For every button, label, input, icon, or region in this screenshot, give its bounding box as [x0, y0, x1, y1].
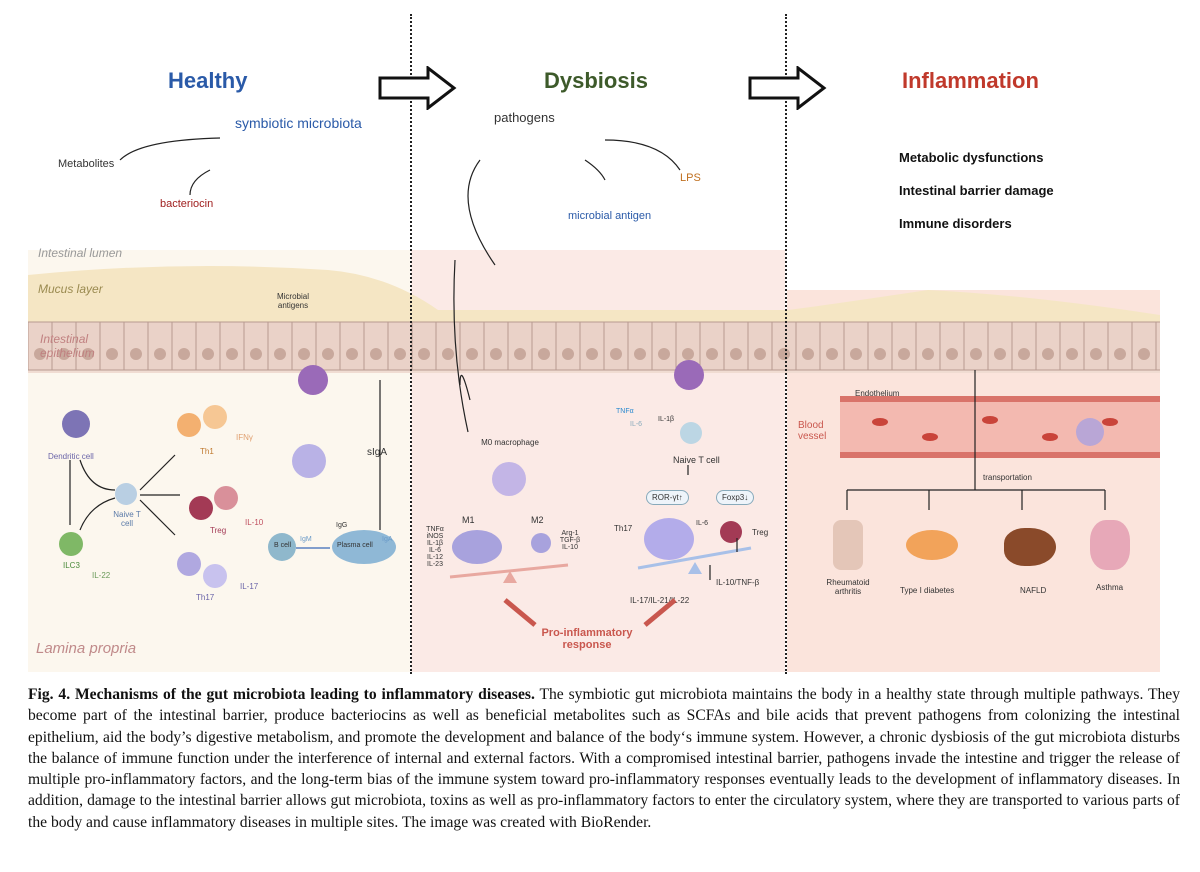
- label-m0: M0 macrophage: [481, 438, 539, 447]
- label-il6: IL-6: [696, 520, 709, 527]
- label-response: Pro-inflammatory response: [541, 627, 633, 651]
- macrophage-cell: [492, 462, 526, 496]
- label-endothelium: Endothelium: [855, 389, 900, 398]
- healthy-title: Healthy: [168, 68, 248, 93]
- label-symbiotic: symbiotic microbiota: [235, 115, 362, 131]
- naive-t-cell: [115, 483, 137, 505]
- disease-label: Type I diabetes: [900, 586, 955, 595]
- label-lumen: Intestinal lumen: [38, 246, 123, 260]
- label-plasma: Plasma cell: [337, 542, 373, 549]
- label-igm: IgM: [300, 536, 312, 543]
- label-bacteriocin: bacteriocin: [160, 198, 214, 210]
- disease-label: Asthma: [1096, 583, 1124, 592]
- label-il17-dys: IL-17/IL-21/IL-22: [630, 596, 690, 605]
- label-microbial-antigens: Microbial antigens: [276, 292, 309, 310]
- effect-item: Metabolic dysfunctions: [899, 150, 1044, 165]
- ilc3-cell: [59, 532, 83, 556]
- pancreas-icon: [906, 530, 958, 560]
- label-treg-dys: Treg: [752, 528, 769, 537]
- label-mucus: Mucus layer: [38, 282, 103, 296]
- label-il1b: IL-1β: [658, 416, 675, 423]
- label-m2: M2: [531, 515, 544, 525]
- label-th17-dys: Th17: [614, 524, 633, 533]
- foxp3-badge: Foxp3↓: [716, 490, 755, 505]
- label-dendritic: Dendritic cell: [48, 452, 94, 461]
- label-naive-dys: Naive T cell: [673, 455, 720, 465]
- label-il17: IL-17: [240, 582, 259, 591]
- label-th1: Th1: [200, 447, 214, 456]
- label-bcell: B cell: [274, 542, 292, 549]
- caption-body: The symbiotic gut microbiota maintains t…: [28, 686, 1181, 831]
- label-ilc3: ILC3: [63, 561, 80, 570]
- macrophage-cell: [292, 444, 326, 478]
- balance-scale-icon: [449, 563, 569, 583]
- label-ifng: IFNγ: [236, 433, 253, 442]
- th1-cell: [203, 405, 227, 429]
- caption-title: Mechanisms of the gut microbiota leading…: [74, 686, 535, 703]
- effect-item: Immune disorders: [899, 216, 1012, 231]
- treg-cell: [720, 521, 742, 543]
- treg-cell: [189, 496, 213, 520]
- joint-icon: [833, 520, 863, 570]
- label-pathogens: pathogens: [494, 110, 555, 125]
- label-lps: LPS: [680, 172, 701, 184]
- dendritic-cell: [298, 365, 328, 395]
- label-il22: IL-22: [92, 571, 111, 580]
- b-cell: [268, 533, 296, 561]
- lungs-icon: [1090, 520, 1130, 570]
- disease-label: Rheumatoid arthritis: [826, 578, 870, 596]
- m1-cells: [452, 530, 502, 564]
- liver-icon: [1004, 528, 1056, 566]
- label-microbial-antigen: microbial antigen: [568, 210, 652, 222]
- plasma-cell: [332, 530, 396, 564]
- label-blood-vessel: Blood vessel: [798, 420, 827, 442]
- blood-vessel: [840, 396, 1160, 458]
- th1-cell: [177, 413, 201, 437]
- label-epithelium: Intestinal epithelium: [40, 332, 95, 360]
- epithelium-cells: [28, 321, 1160, 371]
- label-m1-cytokines: TNFα iNOS IL-1β IL-6 IL-12 IL-23: [426, 526, 444, 568]
- label-th17: Th17: [196, 593, 215, 602]
- caption-label: Fig. 4.: [28, 686, 71, 703]
- label-naive: Naive T cell: [113, 510, 141, 528]
- label-metabolites: Metabolites: [58, 158, 115, 170]
- label-il10: IL-10: [245, 518, 264, 527]
- disease-label: NAFLD: [1020, 586, 1047, 595]
- transport-arrows: [846, 370, 1106, 510]
- divider-1: [410, 14, 412, 674]
- dendritic-cell: [62, 410, 90, 438]
- label-il10-dys: IL-10/TNF-β: [716, 578, 760, 587]
- label-treg: Treg: [210, 526, 227, 535]
- arrow-right-icon: [378, 66, 457, 110]
- label-transportation: transportation: [983, 473, 1032, 482]
- label-lamina: Lamina propria: [36, 640, 137, 657]
- m2-cell: [531, 533, 551, 553]
- th17-cell: [177, 552, 201, 576]
- balance-scale-icon: [637, 546, 752, 574]
- dysbiosis-title: Dysbiosis: [544, 68, 648, 93]
- label-siga: sIgA: [367, 447, 388, 458]
- th17-cells: [644, 518, 694, 560]
- label-m2-cytokines: Arg-1 TGF-β IL-10: [559, 530, 581, 551]
- inflammation-title: Inflammation: [902, 68, 1039, 93]
- th17-cell: [203, 564, 227, 588]
- label-il6-small: IL-6: [630, 421, 643, 428]
- healthy-arrows: [69, 137, 381, 549]
- label-tnfa: TNFα: [616, 408, 634, 415]
- treg-cell: [214, 486, 238, 510]
- naive-t-cell: [680, 422, 702, 444]
- arrow-right-icon: [748, 66, 827, 110]
- label-m1: M1: [462, 515, 475, 525]
- label-iga: IgA: [382, 536, 393, 543]
- label-igg: IgG: [336, 522, 348, 529]
- effect-item: Intestinal barrier damage: [899, 183, 1054, 198]
- ror-badge: ROR-γt↑: [646, 490, 689, 505]
- dysbiosis-arrows: [453, 139, 738, 627]
- dendritic-cell: [674, 360, 704, 390]
- figure-caption: Fig. 4. Mechanisms of the gut microbiota…: [28, 684, 1180, 833]
- divider-2: [785, 14, 787, 674]
